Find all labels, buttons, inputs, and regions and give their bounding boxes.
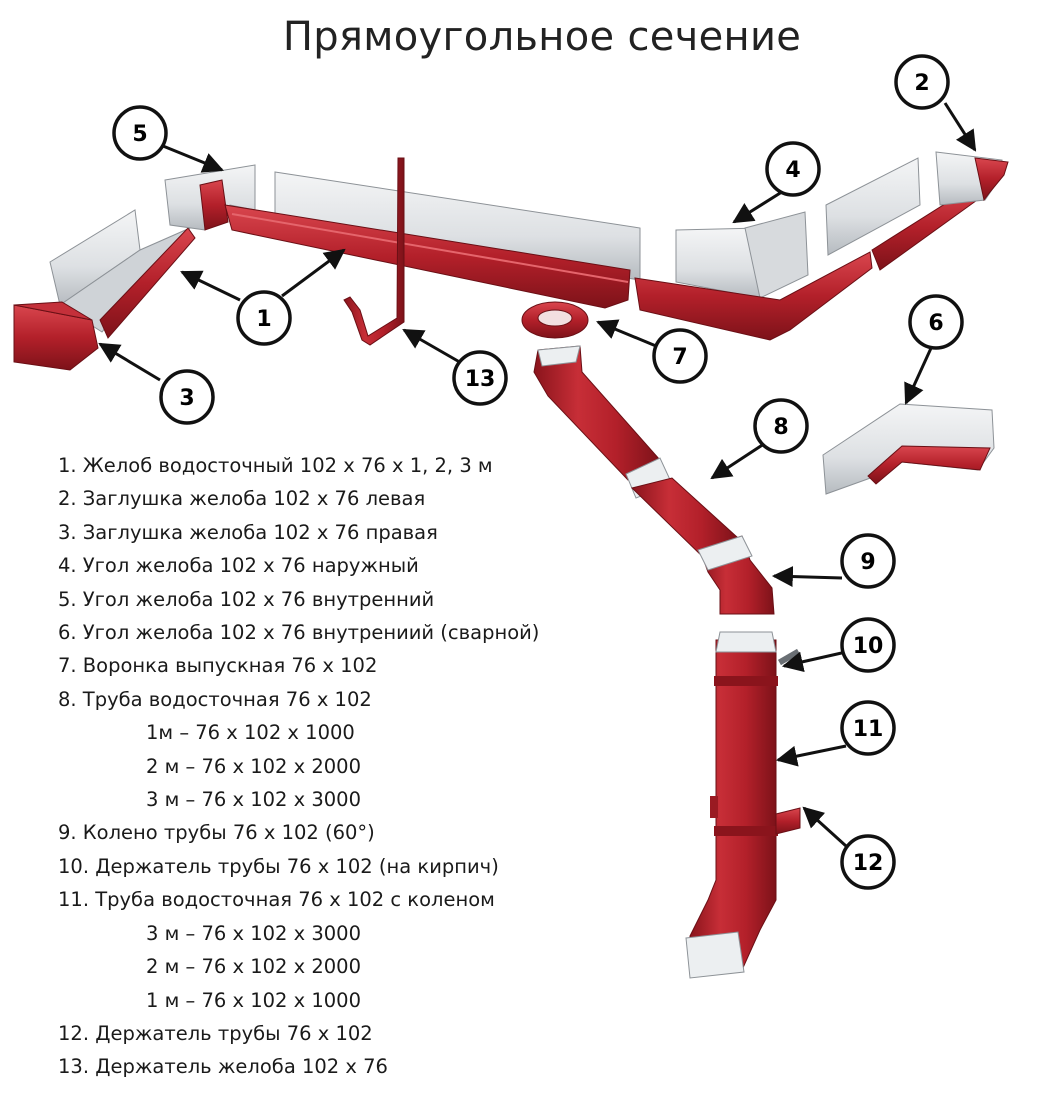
downpipe-angled: [533, 345, 739, 561]
svg-text:11: 11: [853, 717, 884, 742]
callout-2: 2: [894, 54, 950, 110]
svg-text:4: 4: [785, 158, 800, 183]
legend-subitem: 3 м – 76 х 102 х 3000: [146, 921, 361, 945]
svg-text:10: 10: [853, 634, 884, 659]
gutter-main: [224, 171, 641, 309]
legend-item: 8. Труба водосточная 76 х 102: [58, 687, 372, 711]
gutter-left-section: [49, 209, 196, 339]
pipe-holder: [710, 796, 801, 835]
svg-text:2: 2: [914, 71, 929, 96]
svg-text:8: 8: [773, 415, 788, 440]
legend-item: 6. Угол желоба 102 х 76 внутрениий (свар…: [58, 621, 540, 645]
callout-9: 9: [840, 533, 896, 589]
svg-text:13: 13: [465, 367, 496, 392]
svg-text:12: 12: [853, 851, 884, 876]
legend-item: 7. Воронка выпускная 76 х 102: [58, 654, 378, 678]
callouts: 5 2 4 1 3 13 7 6 8 9 10 11 12: [112, 54, 964, 890]
callout-8: 8: [753, 398, 809, 454]
legend-item: 11. Труба водосточная 76 х 102 с коленом: [58, 888, 495, 912]
legend-item: 1. Желоб водосточный 102 х 76 х 1, 2, 3 …: [58, 454, 493, 477]
gutter-end-cap-right: [13, 301, 99, 371]
legend-subitem: 1м – 76 х 102 х 1000: [146, 721, 355, 745]
gutter-inner-corner: [164, 164, 256, 231]
outlet-funnel: [521, 301, 589, 339]
gutter-bracket: [343, 157, 405, 346]
callout-3: 3: [159, 369, 215, 425]
legend-item: 5. Угол желоба 102 х 76 внутренний: [58, 587, 435, 611]
callout-1: 1: [236, 290, 292, 346]
pipe-elbow: [697, 535, 775, 615]
gutter-outer-corner: [634, 211, 873, 341]
legend-subitem: 2 м – 76 х 102 х 2000: [146, 955, 361, 979]
callout-13: 13: [452, 350, 508, 406]
svg-text:7: 7: [672, 345, 687, 370]
callout-6: 6: [908, 294, 964, 350]
legend-item: 9. Колено трубы 76 х 102 (60°): [58, 821, 375, 845]
diagram-title: Прямоугольное сечение: [282, 14, 802, 60]
downpipe-vertical: [685, 631, 778, 979]
legend-subitem: 1 м – 76 х 102 х 1000: [146, 988, 361, 1012]
legend-subitem: 3 м – 76 х 102 х 3000: [146, 788, 361, 812]
legend-item: 10. Держатель трубы 76 х 102 (на кирпич): [58, 854, 499, 878]
callout-10: 10: [840, 617, 896, 673]
gutter-end-cap-left: [935, 151, 1009, 206]
legend-item: 13. Держатель желоба 102 х 76: [58, 1055, 388, 1079]
callout-4: 4: [765, 141, 821, 197]
svg-text:6: 6: [928, 311, 943, 336]
legend-subitem: 2 м – 76 х 102 х 2000: [146, 754, 361, 778]
legend-item: 12. Держатель трубы 76 х 102: [58, 1021, 373, 1045]
parts-legend: 1. Желоб водосточный 102 х 76 х 1, 2, 3 …: [58, 449, 539, 1084]
legend-item: 4. Угол желоба 102 х 76 наружный: [58, 554, 419, 578]
svg-text:5: 5: [132, 122, 147, 147]
svg-text:9: 9: [860, 550, 875, 575]
legend-item: 3. Заглушка желоба 102 х 76 правая: [58, 520, 438, 544]
callout-11: 11: [840, 700, 896, 756]
callout-5: 5: [112, 105, 168, 161]
callout-7: 7: [652, 328, 708, 384]
legend-item: 2. Заглушка желоба 102 х 76 левая: [58, 487, 426, 511]
gutter-welded-corner: [822, 403, 995, 495]
callout-12: 12: [840, 834, 896, 890]
svg-text:3: 3: [179, 386, 194, 411]
svg-text:1: 1: [256, 307, 271, 332]
